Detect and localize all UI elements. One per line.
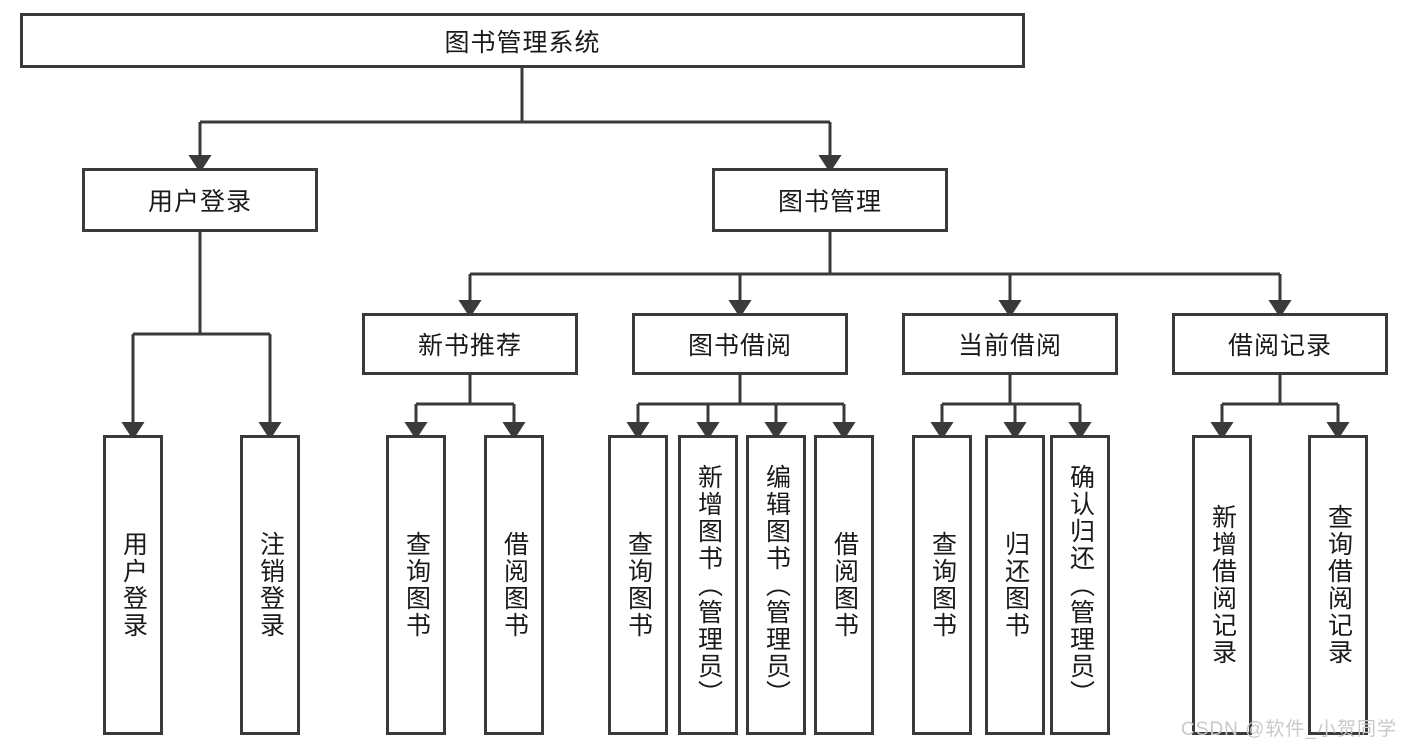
node-root[interactable]: 图书管理系统 [20, 13, 1025, 68]
node-leaf-add-book-admin-label: 新增图书（管理员） [694, 463, 723, 707]
node-leaf-query-borrow-record[interactable]: 查询借阅记录 [1308, 435, 1368, 735]
node-user-login[interactable]: 用户登录 [82, 168, 318, 232]
node-leaf-user-login[interactable]: 用户登录 [103, 435, 163, 735]
node-borrow-record[interactable]: 借阅记录 [1172, 313, 1388, 375]
node-leaf-query-book-3[interactable]: 查询图书 [912, 435, 972, 735]
node-leaf-confirm-return-admin-label: 确认归还（管理员） [1066, 463, 1095, 707]
node-book-manage[interactable]: 图书管理 [712, 168, 948, 232]
node-leaf-edit-book-admin-label: 编辑图书（管理员） [762, 463, 791, 707]
node-leaf-borrow-book-1[interactable]: 借阅图书 [484, 435, 544, 735]
node-leaf-edit-book-admin[interactable]: 编辑图书（管理员） [746, 435, 806, 735]
node-user-login-label: 用户登录 [147, 188, 252, 216]
node-book-borrow-label: 图书借阅 [687, 332, 792, 360]
node-leaf-query-book-2[interactable]: 查询图书 [608, 435, 668, 735]
node-book-borrow[interactable]: 图书借阅 [632, 313, 848, 375]
node-leaf-query-book-1-label: 查询图书 [402, 531, 431, 639]
node-leaf-borrow-book-2-label: 借阅图书 [830, 531, 859, 639]
node-new-book-recommend-label: 新书推荐 [417, 332, 522, 360]
node-leaf-borrow-book-2[interactable]: 借阅图书 [814, 435, 874, 735]
node-leaf-confirm-return-admin[interactable]: 确认归还（管理员） [1050, 435, 1110, 735]
node-leaf-return-book[interactable]: 归还图书 [985, 435, 1045, 735]
node-leaf-user-login-label: 用户登录 [119, 531, 148, 639]
node-book-manage-label: 图书管理 [777, 188, 882, 216]
node-leaf-logout[interactable]: 注销登录 [240, 435, 300, 735]
node-leaf-add-book-admin[interactable]: 新增图书（管理员） [678, 435, 738, 735]
csdn-watermark: CSDN @软件_小贺同学 [1181, 719, 1397, 740]
node-leaf-query-book-3-label: 查询图书 [928, 531, 957, 639]
node-root-label: 图书管理系统 [444, 28, 601, 57]
node-leaf-return-book-label: 归还图书 [1001, 531, 1030, 639]
node-current-borrow[interactable]: 当前借阅 [902, 313, 1118, 375]
node-leaf-query-book-2-label: 查询图书 [624, 531, 653, 639]
node-leaf-query-borrow-record-label: 查询借阅记录 [1324, 504, 1353, 666]
node-leaf-logout-label: 注销登录 [256, 531, 285, 639]
node-leaf-borrow-book-1-label: 借阅图书 [500, 531, 529, 639]
node-leaf-add-borrow-record[interactable]: 新增借阅记录 [1192, 435, 1252, 735]
node-borrow-record-label: 借阅记录 [1227, 332, 1332, 360]
node-new-book-recommend[interactable]: 新书推荐 [362, 313, 578, 375]
node-leaf-query-book-1[interactable]: 查询图书 [386, 435, 446, 735]
node-leaf-add-borrow-record-label: 新增借阅记录 [1208, 504, 1237, 666]
node-current-borrow-label: 当前借阅 [957, 332, 1062, 360]
